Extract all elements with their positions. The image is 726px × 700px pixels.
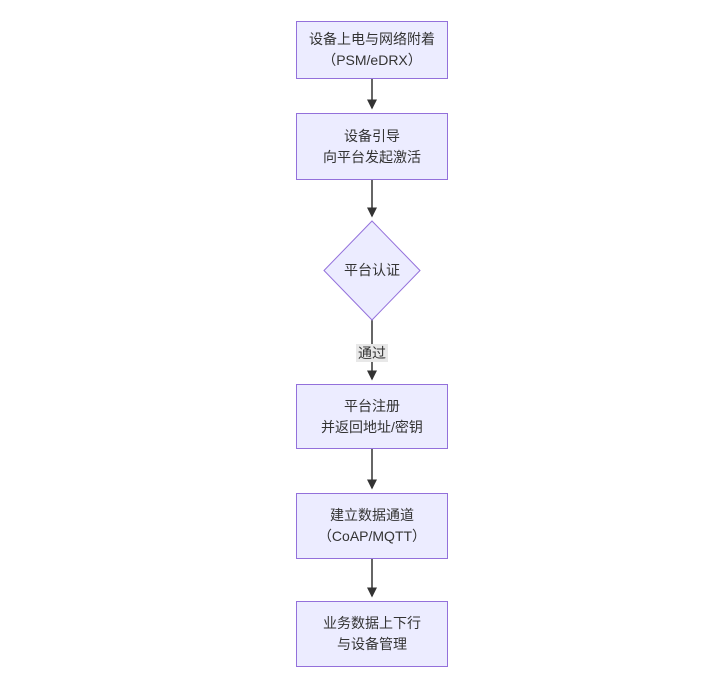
node-platform-register: 平台注册 并返回地址/密钥: [296, 384, 448, 449]
node-business-data-line2: 与设备管理: [337, 636, 407, 652]
node-business-data-line1: 业务数据上下行: [323, 615, 421, 631]
decision-diamond-platform-auth: [323, 220, 421, 321]
node-data-channel: 建立数据通道 （CoAP/MQTT）: [296, 493, 448, 559]
node-bootstrap-activate: 设备引导 向平台发起激活: [296, 113, 448, 180]
node-power-on-attach-line2: （PSM/eDRX）: [322, 52, 422, 68]
node-data-channel-line1: 建立数据通道: [330, 507, 414, 523]
node-bootstrap-activate-line2: 向平台发起激活: [323, 148, 421, 165]
node-data-channel-line2: （CoAP/MQTT）: [317, 528, 427, 544]
node-bootstrap-activate-line1: 设备引导: [344, 127, 400, 144]
node-platform-auth-label: 平台认证: [344, 262, 400, 278]
node-business-data: 业务数据上下行 与设备管理: [296, 601, 448, 667]
node-power-on-attach-line1: 设备上电与网络附着: [309, 31, 435, 47]
node-platform-register-line1: 平台注册: [344, 397, 400, 414]
node-platform-register-line2: 并返回地址/密钥: [321, 418, 423, 435]
node-power-on-attach: 设备上电与网络附着 （PSM/eDRX）: [296, 21, 448, 79]
edge-label-pass: 通过: [356, 344, 388, 362]
edge-label-pass-wrapper: 通过: [332, 344, 412, 362]
